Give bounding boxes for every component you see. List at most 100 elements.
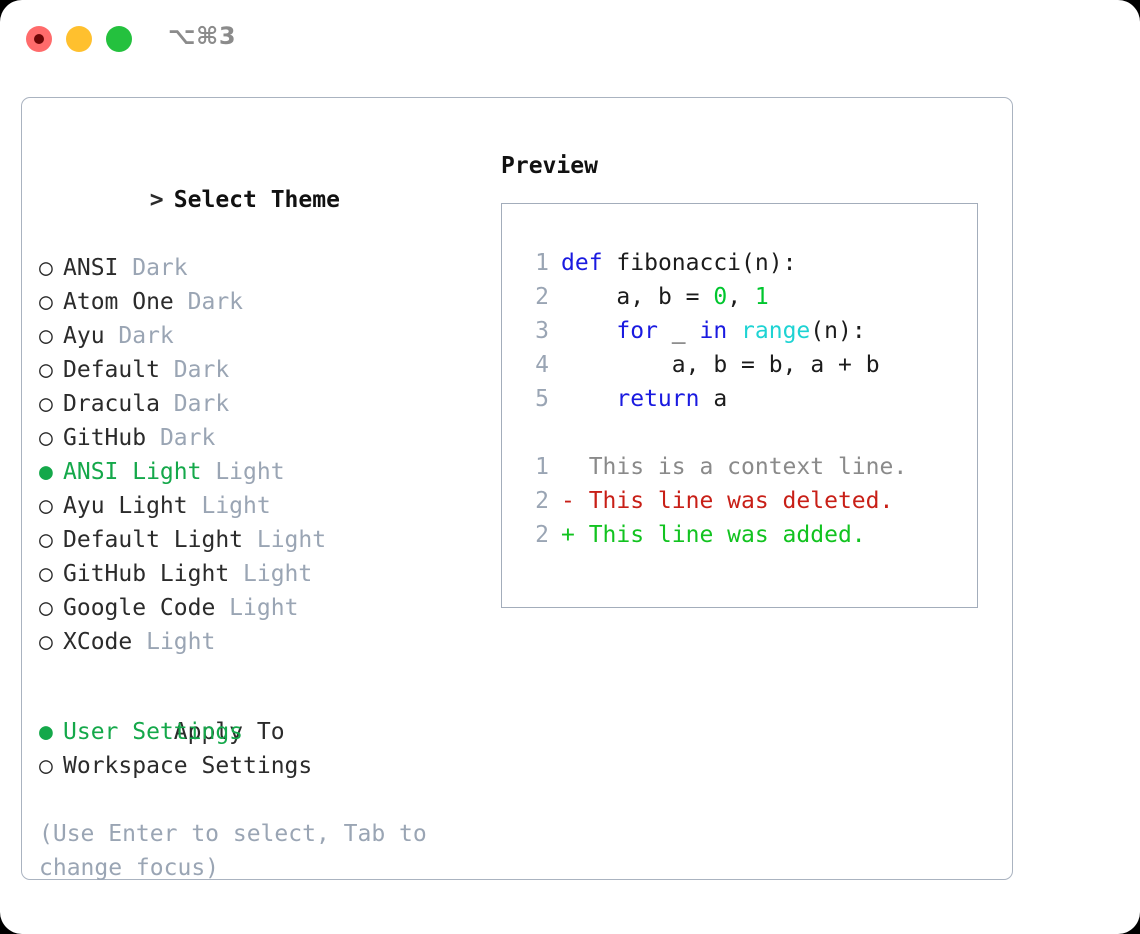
- main-panel: >Select Theme ○ANSI Dark○Atom One Dark○A…: [21, 97, 1013, 881]
- code-token: [561, 318, 616, 344]
- theme-variant-label: Dark: [118, 255, 188, 281]
- radio-unselected-icon: ○: [39, 595, 53, 621]
- code-token: b: [657, 284, 672, 310]
- line-number: 3: [535, 318, 549, 344]
- theme-name-label: Default Light: [63, 527, 244, 553]
- theme-variant-label: Dark: [173, 289, 244, 315]
- apply-to-heading: ○Apply To: [39, 681, 479, 745]
- code-token: ,: [727, 284, 755, 310]
- code-line: 4 a, b = b, a + b: [523, 348, 907, 382]
- code-token: This is a context line.: [561, 454, 908, 480]
- theme-picker-heading-label: Select Theme: [173, 187, 340, 213]
- code-token: - This line was deleted.: [561, 488, 894, 514]
- theme-list-item[interactable]: ○Default Light Light: [39, 523, 479, 557]
- radio-unselected-icon: ○: [39, 357, 53, 383]
- theme-list-item[interactable]: ○ GitHub Light Light: [39, 557, 479, 591]
- theme-name-label: Ayu: [63, 323, 105, 349]
- theme-list-item[interactable]: ○Atom One Dark: [39, 285, 479, 319]
- theme-list-item[interactable]: ○ GitHub Dark: [39, 421, 479, 455]
- line-number: 5: [535, 386, 549, 412]
- code-token: [561, 352, 672, 378]
- maximize-dot-icon[interactable]: [106, 26, 132, 52]
- preview-heading: Preview: [501, 153, 598, 179]
- line-number: 1: [535, 250, 549, 276]
- theme-name-label: GitHub: [63, 425, 147, 451]
- theme-list-item[interactable]: ○Google Code Light: [39, 591, 479, 625]
- close-dot-icon[interactable]: [26, 26, 52, 52]
- code-token: n: [754, 250, 769, 276]
- code-token: ,: [782, 352, 811, 378]
- code-token: 0: [713, 284, 728, 310]
- code-token: =: [727, 352, 769, 378]
- radio-unselected-icon: ○: [39, 425, 53, 451]
- code-token: ,: [630, 284, 658, 310]
- line-number: 2: [535, 488, 549, 514]
- theme-name-label: XCode: [63, 629, 133, 655]
- code-token: b: [865, 352, 880, 378]
- theme-name-label: GitHub Light: [63, 561, 230, 587]
- code-token: return: [616, 386, 700, 412]
- code-token: =: [671, 284, 714, 310]
- theme-list-item[interactable]: ●ANSI Light Light: [39, 455, 479, 489]
- theme-variant-label: Light: [187, 493, 271, 519]
- title-bar: ⌥⌘3: [0, 0, 1140, 78]
- theme-variant-label: Dark: [146, 425, 216, 451]
- theme-name-label: Atom One: [63, 289, 174, 315]
- code-token: [727, 318, 741, 344]
- theme-variant-label: Light: [229, 561, 313, 587]
- theme-list-item[interactable]: ○Ayu Light Light: [39, 489, 479, 523]
- apply-to-item[interactable]: ● User Settings: [39, 715, 479, 749]
- apply-to-list[interactable]: ● User Settings ○Workspace Settings: [39, 715, 479, 783]
- theme-list-item[interactable]: ○XCode Light: [39, 625, 479, 659]
- code-token: [603, 250, 617, 276]
- code-token: range: [741, 318, 811, 344]
- theme-variant-label: Dark: [104, 323, 174, 349]
- code-token: b: [768, 352, 783, 378]
- theme-list[interactable]: ○ANSI Dark○Atom One Dark○Ayu Dark○Defaul…: [39, 251, 479, 659]
- apply-to-label: User Settings: [63, 719, 244, 745]
- radio-selected-icon: ●: [39, 719, 53, 745]
- code-line: 1 This is a context line.: [523, 450, 907, 484]
- theme-name-label: Ayu Light: [63, 493, 188, 519]
- code-token: b: [713, 352, 728, 378]
- line-number: 2: [535, 284, 549, 310]
- radio-unselected-icon: ○: [39, 255, 53, 281]
- theme-list-item[interactable]: ○ ANSI Dark: [39, 251, 479, 285]
- code-token: (: [741, 250, 755, 276]
- theme-list-item[interactable]: ○ Ayu Dark: [39, 319, 479, 353]
- radio-unselected-icon: ○: [39, 391, 53, 417]
- code-token: a: [810, 352, 825, 378]
- apply-to-heading-label: Apply To: [173, 719, 285, 745]
- hint-line-2: change focus): [39, 855, 220, 881]
- radio-unselected-icon: ○: [39, 561, 53, 587]
- theme-variant-label: Light: [215, 595, 299, 621]
- code-token: a: [713, 386, 728, 412]
- theme-name-label: ANSI: [63, 255, 119, 281]
- minimize-dot-icon[interactable]: [66, 26, 92, 52]
- theme-variant-label: Dark: [159, 357, 230, 383]
- theme-list-item[interactable]: ○Default Dark: [39, 353, 479, 387]
- code-token: n: [824, 318, 839, 344]
- theme-list-item[interactable]: ○Dracula Dark: [39, 387, 479, 421]
- apply-to-item[interactable]: ○Workspace Settings: [39, 749, 479, 783]
- radio-selected-icon: ●: [39, 459, 53, 485]
- code-token: ):: [768, 250, 797, 276]
- theme-variant-label: Light: [201, 459, 285, 485]
- code-token: def: [561, 250, 603, 276]
- line-number: 2: [535, 522, 549, 548]
- section-spacer: [39, 659, 479, 681]
- theme-picker-column: >Select Theme ○ANSI Dark○Atom One Dark○A…: [39, 149, 479, 885]
- theme-variant-label: Dark: [159, 391, 230, 417]
- hint-spacer: [39, 783, 479, 817]
- code-token: [561, 386, 616, 412]
- code-line: [523, 416, 907, 450]
- apply-to-label: Workspace Settings: [63, 753, 313, 779]
- radio-unselected-icon: ○: [39, 527, 53, 553]
- radio-unselected-icon: ○: [39, 323, 53, 349]
- code-token: for: [616, 318, 658, 344]
- caret-icon: >: [149, 187, 164, 213]
- preview-column: Preview: [501, 149, 991, 183]
